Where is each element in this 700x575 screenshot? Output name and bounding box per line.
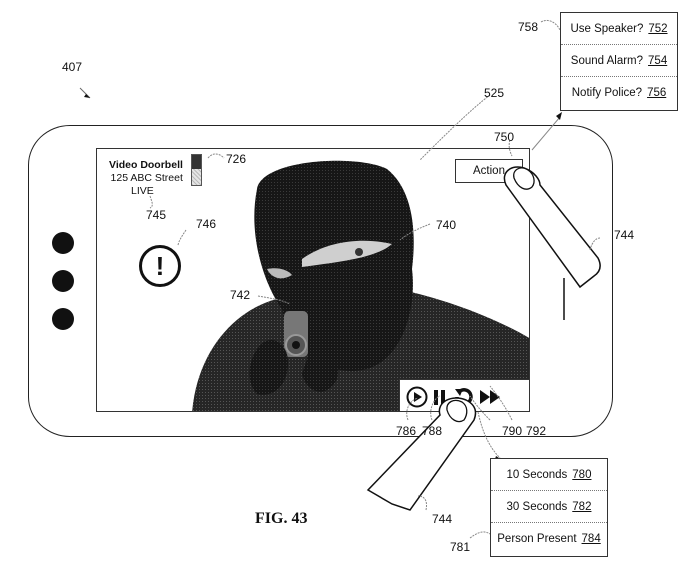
replay-icon[interactable]: [452, 386, 474, 408]
ref-thumbnail: 726: [226, 152, 247, 166]
ref-device: 407: [62, 60, 83, 74]
live-video-feed: [192, 160, 529, 411]
ref-action: 750: [494, 130, 515, 144]
play-circle-icon[interactable]: [406, 386, 428, 408]
menu-item-ref: 784: [581, 533, 601, 545]
menu-item-ref: 754: [648, 54, 668, 67]
hardware-button-2[interactable]: [52, 270, 74, 292]
ref-person: 740: [436, 218, 457, 232]
ref-finger-bottom: 744: [432, 512, 453, 526]
ref-live: 745: [146, 208, 167, 222]
fast-forward-icon[interactable]: [478, 386, 504, 408]
video-screen: Video Doorbell 125 ABC Street LIVE ! Act…: [96, 148, 530, 412]
figure-label: FIG. 43: [255, 510, 308, 527]
camera-info: Video Doorbell 125 ABC Street: [109, 159, 183, 185]
menu-item-label: 10 Seconds: [506, 468, 568, 481]
menu-item-ref: 756: [647, 87, 667, 99]
menu-item-label: Sound Alarm?: [570, 54, 644, 67]
menu-item-label: Use Speaker?: [570, 22, 644, 35]
ref-alert: 746: [196, 217, 217, 231]
action-options-menu: Use Speaker? 752 Sound Alarm? 754 Notify…: [560, 12, 678, 111]
exclamation-circle-icon[interactable]: !: [139, 245, 181, 287]
ref-action-menu: 758: [518, 20, 539, 34]
menu-item-label: Notify Police?: [571, 87, 643, 99]
menu-item-label: 30 Seconds: [506, 500, 568, 513]
ref-replay-menu: 781: [450, 540, 471, 554]
ref-weapon: 742: [230, 288, 251, 302]
pause-icon[interactable]: [432, 386, 448, 408]
menu-item-use-speaker[interactable]: Use Speaker? 752: [561, 13, 677, 45]
menu-item-ref: 752: [648, 22, 668, 35]
menu-item-label: Person Present: [497, 533, 577, 545]
menu-item-ref: 782: [572, 500, 592, 513]
ref-pause: 788: [422, 424, 443, 438]
menu-item-ref: 780: [572, 468, 592, 481]
hardware-button-3[interactable]: [52, 308, 74, 330]
live-status: LIVE: [131, 185, 154, 197]
camera-address: 125 ABC Street: [110, 172, 183, 184]
ref-screen: 525: [484, 86, 505, 100]
menu-item-sound-alarm[interactable]: Sound Alarm? 754: [561, 45, 677, 77]
hardware-button-1[interactable]: [52, 232, 74, 254]
menu-item-notify-police[interactable]: Notify Police? 756: [561, 77, 677, 109]
replay-options-menu: 10 Seconds 780 30 Seconds 782 Person Pre…: [490, 458, 608, 557]
menu-item-person-present[interactable]: Person Present 784: [491, 523, 607, 555]
ref-play: 786: [396, 424, 417, 438]
mobile-device-frame: [28, 125, 613, 437]
camera-thumbnail[interactable]: [191, 154, 202, 186]
ref-replay: 790: [502, 424, 523, 438]
menu-item-10-seconds[interactable]: 10 Seconds 780: [491, 459, 607, 491]
menu-item-30-seconds[interactable]: 30 Seconds 782: [491, 491, 607, 523]
action-button[interactable]: Action: [455, 159, 523, 183]
camera-name: Video Doorbell: [109, 159, 183, 171]
ref-finger-right: 744: [614, 228, 635, 242]
ref-fast-forward: 792: [526, 424, 547, 438]
playback-controls: [399, 379, 529, 411]
